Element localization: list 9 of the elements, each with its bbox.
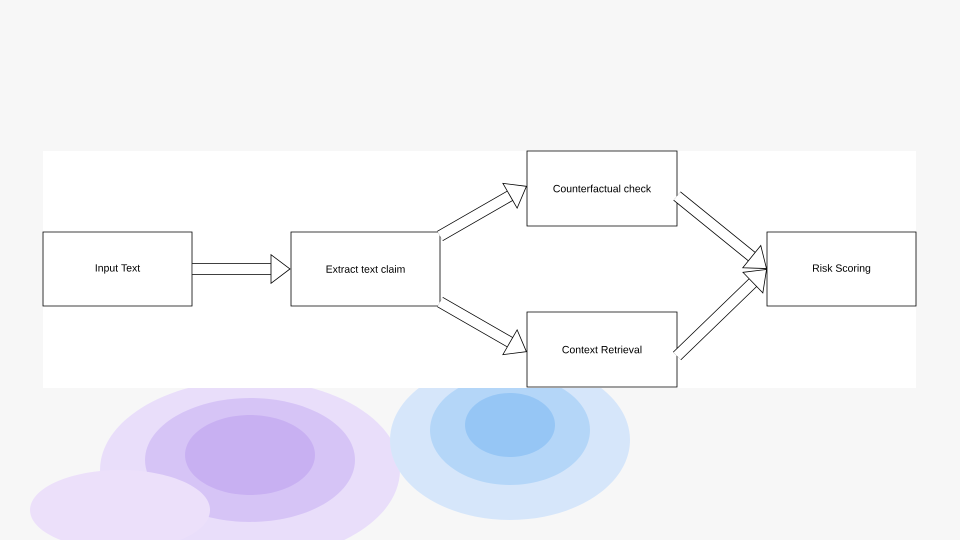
process-box: Context Retrieval bbox=[526, 312, 678, 388]
block-arrow bbox=[672, 269, 767, 360]
block-arrow bbox=[437, 182, 527, 242]
process-box: Extract text claim bbox=[290, 232, 440, 306]
process-box: Input Text bbox=[42, 232, 192, 306]
process-box: Risk Scoring bbox=[766, 232, 916, 306]
block-arrow bbox=[437, 296, 527, 356]
block-arrow bbox=[673, 192, 767, 269]
process-box: Counterfactual check bbox=[526, 150, 678, 226]
